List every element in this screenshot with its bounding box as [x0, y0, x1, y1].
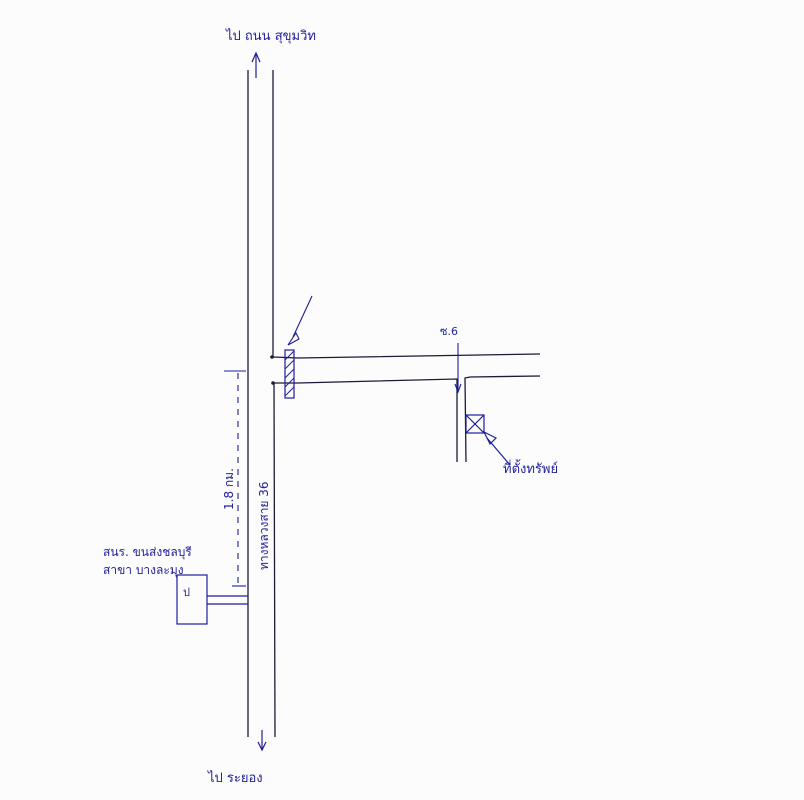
- main-highway: [247, 70, 276, 738]
- label-office-line2: สาขา บางละมุง: [103, 563, 184, 577]
- label-to-rayong: ไป ระยอง: [208, 771, 263, 786]
- distance-marker: [224, 370, 246, 587]
- label-office-marker: ป: [183, 586, 190, 599]
- label-distance: 1.8 กม.: [222, 468, 236, 510]
- label-office-line1: สนร. ขนส่งชลบุรี: [103, 545, 192, 559]
- junction-dot-upper: [270, 355, 274, 359]
- label-soi: ซ.6: [440, 325, 458, 338]
- entrance-marker: [284, 295, 313, 399]
- label-property-location: ที่ตั้งทรัพย์: [503, 462, 559, 477]
- label-highway-36: ทางหลวงสาย 36: [257, 481, 271, 570]
- label-to-sukhumvit: ไป ถนน สุขุมวิท: [226, 29, 316, 44]
- arrow-south-icon: [257, 730, 267, 752]
- side-road-branch-edge: [464, 375, 541, 463]
- side-road-lower-edge: [274, 378, 458, 462]
- side-road-upper-edge: [272, 353, 541, 359]
- junction-dot-lower: [271, 381, 275, 385]
- side-road: [272, 353, 541, 463]
- property-marker: [465, 414, 511, 466]
- arrow-north-icon: [251, 51, 261, 78]
- transport-office: [176, 574, 248, 625]
- highway-right-edge-lower: [273, 382, 276, 738]
- soi-pointer: [454, 343, 462, 394]
